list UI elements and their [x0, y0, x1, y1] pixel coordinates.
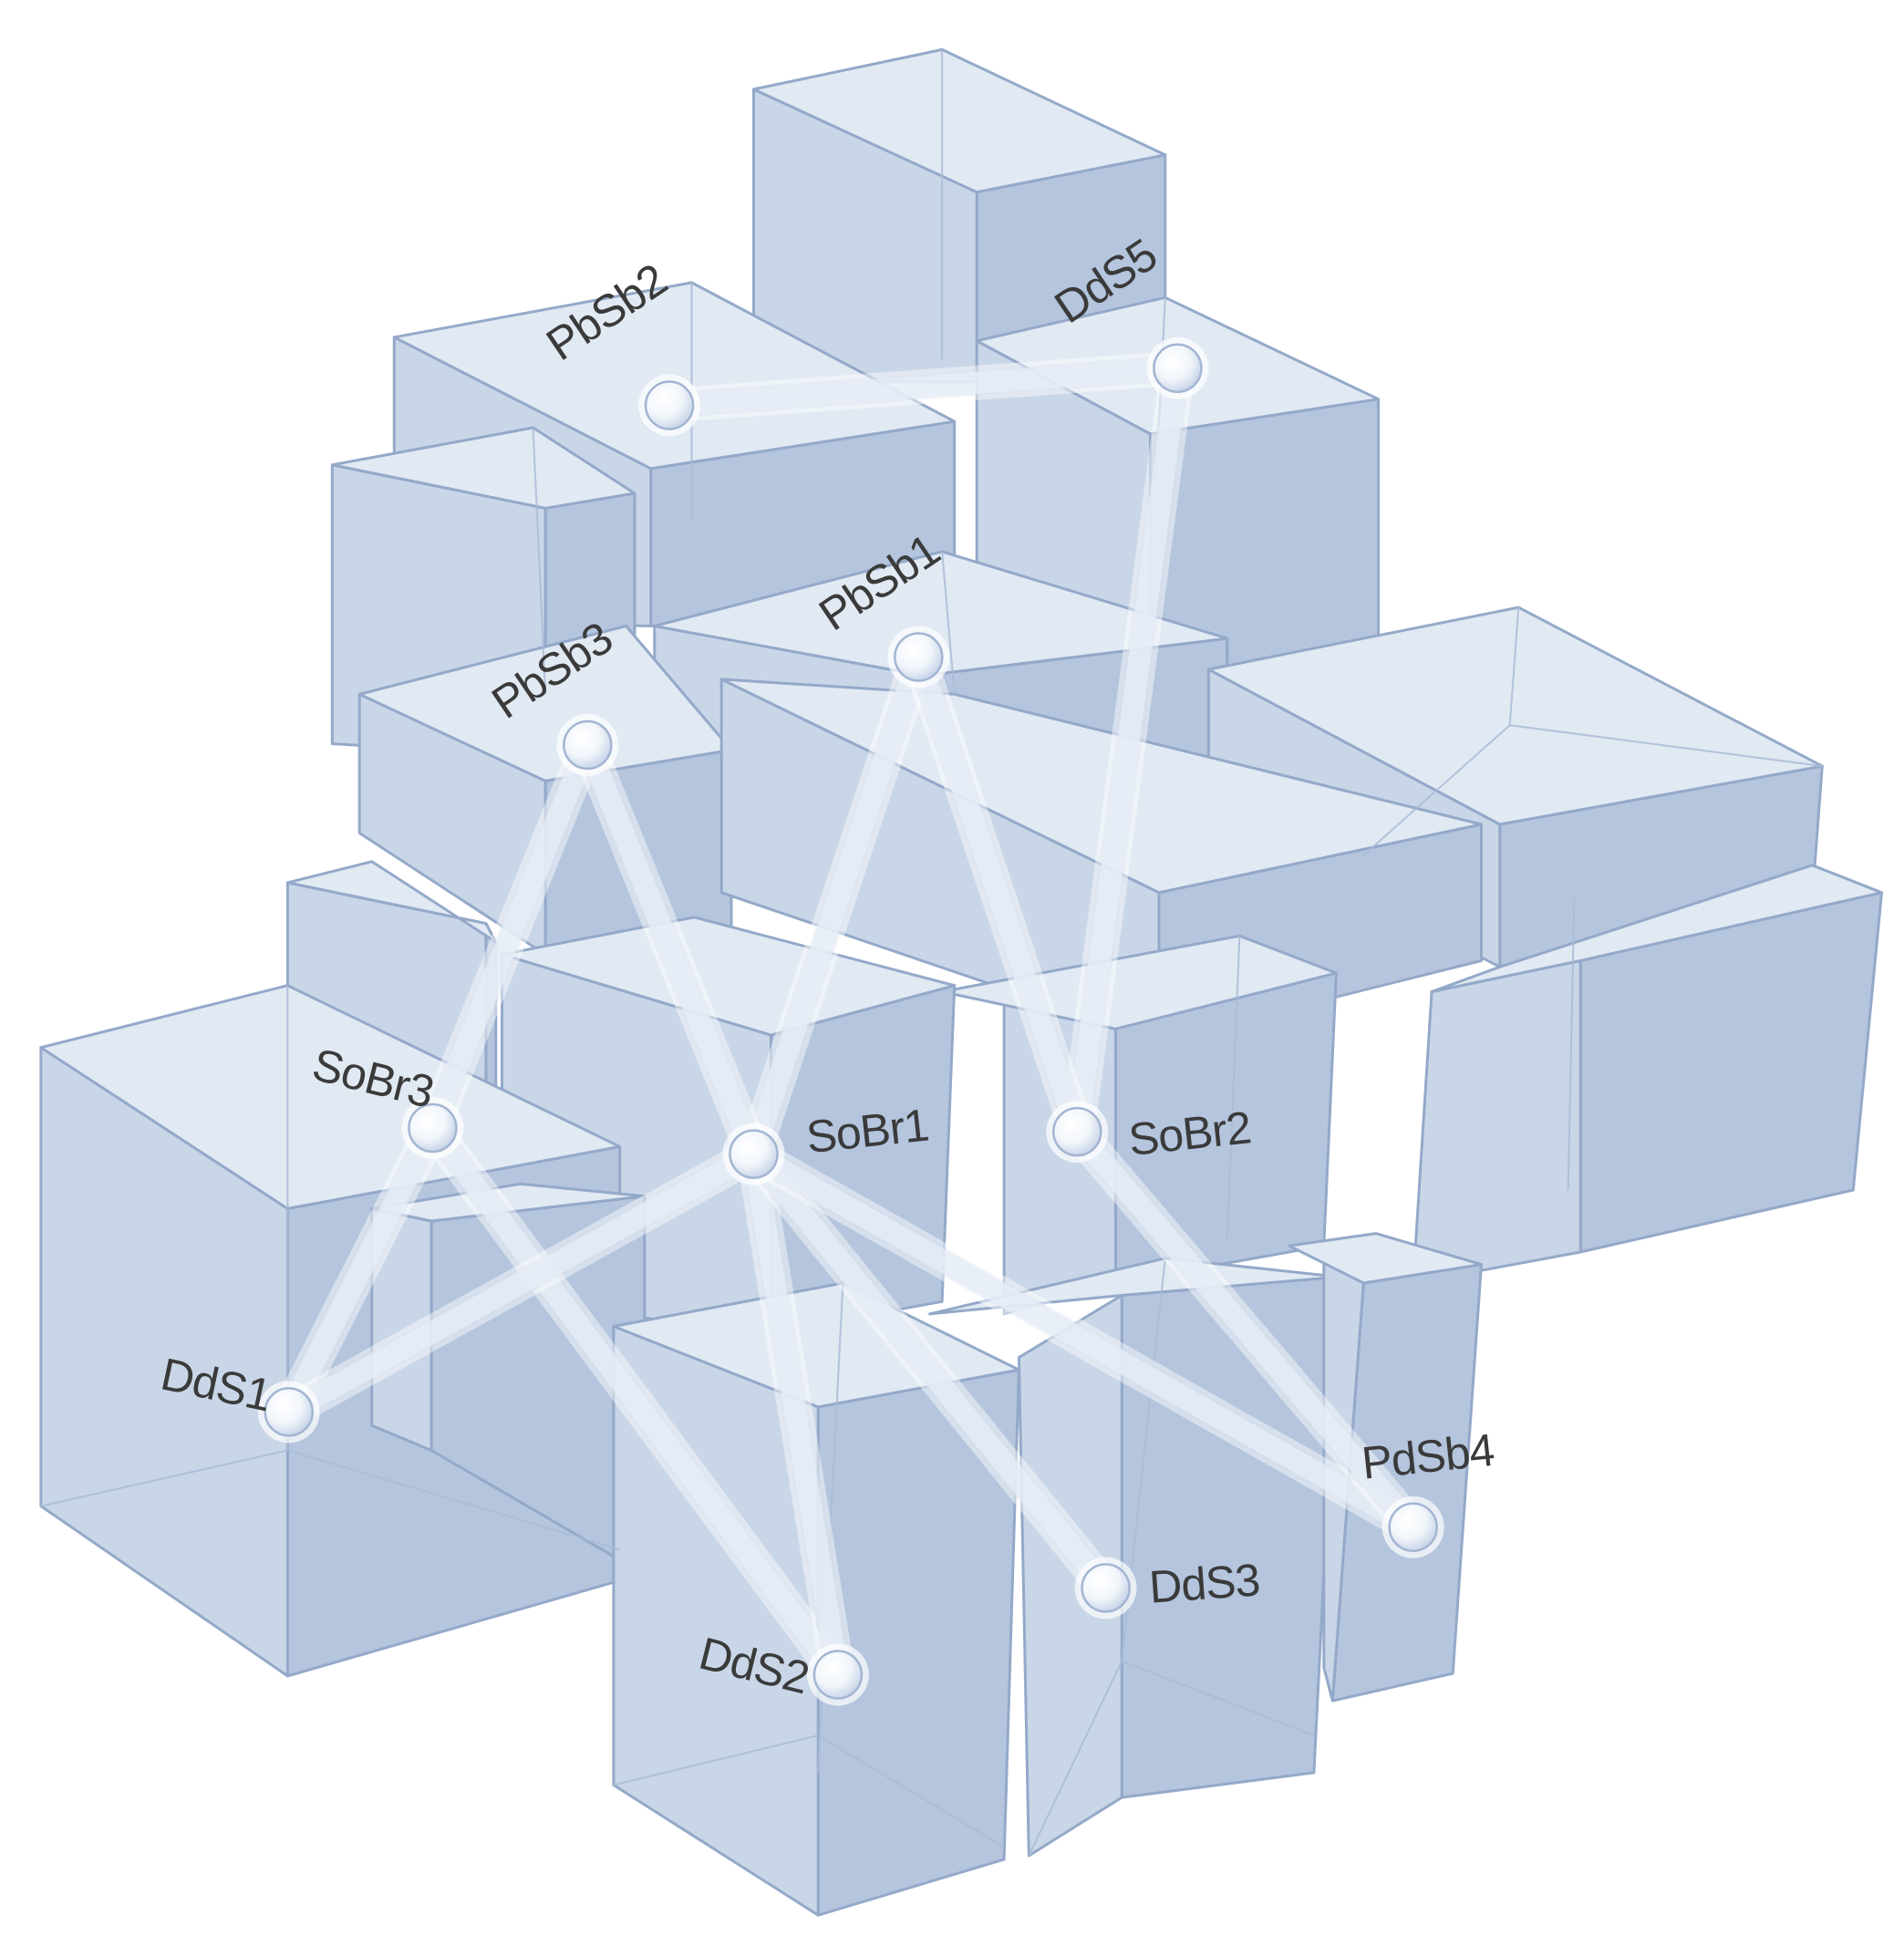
- link-sobr1-dds1: [271, 1136, 771, 1430]
- block-dds2: [612, 1281, 1020, 1917]
- block-pbsb1-top-face: [653, 550, 1229, 678]
- network-nodes: [257, 336, 1444, 1706]
- node-label-sobr2: SoBr2: [1126, 1102, 1253, 1165]
- block-pdsb4-top-face: [1288, 1232, 1483, 1285]
- block-top-tall-top-face: [752, 47, 1167, 194]
- node-dds3-sphere: [1081, 1563, 1131, 1613]
- block-dds1-top-face: [39, 984, 622, 1210]
- node-pdsb4-sphere: [1388, 1502, 1438, 1552]
- link-sobr1-dds2: [736, 1136, 855, 1692]
- block-inner-edge: [941, 551, 956, 695]
- link-sobr2-pdsb4: [1060, 1114, 1431, 1545]
- block-inner-edge: [287, 1449, 620, 1551]
- node-pbsb2: [638, 374, 701, 437]
- block-top-tall: [752, 47, 1167, 384]
- block-inner-edge: [1509, 724, 1823, 768]
- block-stack: [39, 47, 1883, 1917]
- block-inner-edge: [40, 1449, 288, 1507]
- node-sobr3: [401, 1097, 464, 1160]
- block-pbsb3: [357, 625, 733, 957]
- node-sobr2-sphere: [1052, 1106, 1102, 1157]
- block-inner-edge: [1508, 607, 1520, 726]
- node-pbsb2-sphere: [644, 380, 695, 430]
- block-sobr3-top-face: [285, 860, 498, 944]
- block-center-right-top-face: [719, 678, 1483, 895]
- block-inner-edge: [532, 427, 547, 695]
- block-dds1-shadow: [370, 1182, 647, 1576]
- block-inner-edge: [613, 1734, 819, 1786]
- node-dds2: [806, 1643, 869, 1706]
- block-far-right: [1412, 864, 1883, 1285]
- connection-links: [271, 350, 1431, 1692]
- node-dds1-sphere: [264, 1387, 314, 1437]
- link-dds5-sobr2: [1060, 350, 1195, 1150]
- link-sobr3-dds1: [271, 1111, 450, 1430]
- block-upper-left-top-face: [330, 426, 636, 510]
- block-inner-edge: [817, 1734, 1005, 1848]
- node-pbsb3: [556, 713, 619, 776]
- node-sobr2: [1046, 1101, 1109, 1164]
- node-pdsb4: [1381, 1496, 1444, 1558]
- block-far-right-top-face: [1430, 864, 1883, 993]
- node-sobr3-sphere: [408, 1102, 458, 1154]
- node-pbsb1-sphere: [894, 632, 944, 682]
- link-sobr1-dds3: [736, 1136, 1123, 1606]
- block-center-top-face: [501, 916, 957, 1037]
- block-pdsb4: [1288, 1232, 1483, 1703]
- node-sobr1: [722, 1123, 785, 1185]
- block-center-right: [719, 678, 1483, 1043]
- link-sobr1-pdsb4: [736, 1136, 1431, 1545]
- block-far-right-top-top-face: [1206, 606, 1824, 826]
- block-inner-edge: [1121, 1660, 1315, 1737]
- block-inner-edge: [1362, 724, 1511, 856]
- block-inner-edge: [1226, 936, 1241, 1240]
- node-dds1: [257, 1381, 320, 1444]
- block-far-right-front-face: [1412, 959, 1582, 1285]
- block-inner-edge: [1567, 898, 1576, 1191]
- link-pbsb3-sobr1: [570, 727, 771, 1172]
- node-pbsb3-sphere: [563, 719, 613, 771]
- node-dds3: [1074, 1557, 1137, 1620]
- node-pbsb1: [887, 626, 950, 688]
- link-pbsb1-sobr1: [736, 639, 936, 1172]
- link-pbsb3-sobr3: [415, 727, 605, 1146]
- node-dds2-sphere: [812, 1650, 864, 1700]
- link-sobr3-dds2: [415, 1111, 855, 1692]
- node-dds5: [1146, 336, 1209, 399]
- node-dds5-sphere: [1153, 343, 1203, 393]
- node-sobr1-sphere: [729, 1129, 779, 1179]
- link-pbsb2-dds5: [652, 350, 1195, 423]
- block-inner-edge: [1028, 1661, 1123, 1857]
- node-label-sobr1: SoBr1: [804, 1099, 931, 1163]
- node-label-dds3: DdS3: [1147, 1554, 1261, 1612]
- link-pbsb1-sobr2: [901, 639, 1095, 1150]
